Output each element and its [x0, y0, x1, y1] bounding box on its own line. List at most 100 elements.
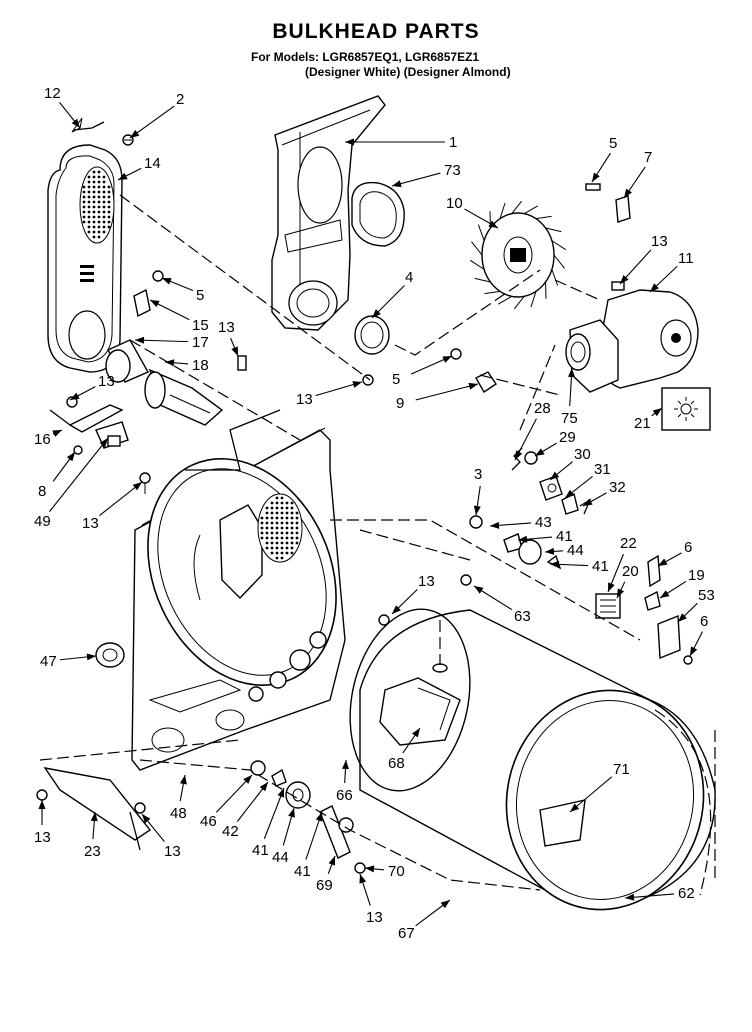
leader-arrowhead — [690, 646, 698, 656]
leader-arrowhead — [142, 814, 151, 824]
leader-arrowhead — [545, 547, 555, 555]
duct-1 — [271, 95, 386, 331]
callout-49: 49 — [34, 513, 51, 530]
callout-29: 29 — [559, 429, 576, 446]
callout-17: 17 — [192, 334, 209, 351]
leader-arrowhead — [518, 535, 528, 543]
callout-69: 69 — [316, 877, 333, 894]
blower-housing-11 — [597, 281, 699, 389]
leader-arrowhead — [625, 893, 635, 901]
callout-13: 13 — [296, 391, 313, 408]
leader-arrowhead — [165, 359, 175, 367]
leader-arrowhead — [412, 728, 420, 738]
callout-13: 13 — [366, 909, 383, 926]
callout-62: 62 — [678, 885, 695, 902]
leader-arrows — [38, 102, 704, 927]
callout-19: 19 — [688, 567, 705, 584]
callout-43: 43 — [535, 514, 552, 531]
heater-tube-17-18 — [105, 339, 224, 426]
leader-arrowhead — [288, 808, 295, 818]
leader-line — [49, 437, 109, 512]
callout-1: 1 — [449, 134, 457, 151]
leader-arrowhead — [277, 788, 285, 798]
leader-arrowhead — [328, 856, 336, 866]
seal-4 — [354, 315, 390, 355]
leader-arrowhead — [392, 605, 401, 614]
callout-4: 4 — [405, 269, 413, 286]
callout-66: 66 — [336, 787, 353, 804]
callout-12: 12 — [44, 85, 61, 102]
leader-arrowhead — [550, 471, 560, 480]
callout-42: 42 — [222, 823, 239, 840]
leader-arrowhead — [365, 865, 375, 873]
leader-arrowhead — [474, 586, 484, 594]
callout-10: 10 — [446, 195, 463, 212]
callout-11: 11 — [678, 250, 694, 267]
leader-arrowhead — [179, 775, 187, 785]
reference-lines — [39, 194, 716, 891]
leader-arrowhead — [488, 220, 498, 228]
callout-13: 13 — [418, 573, 435, 590]
callout-48: 48 — [170, 805, 187, 822]
leader-arrowhead — [352, 381, 362, 388]
leader-arrowhead — [359, 874, 367, 884]
leader-arrowhead — [231, 346, 238, 356]
leader-arrowhead — [345, 138, 354, 146]
callout-13: 13 — [82, 515, 99, 532]
leader-arrowhead — [135, 336, 145, 344]
callout-15: 15 — [192, 317, 209, 334]
leader-arrowhead — [468, 382, 478, 390]
leader-arrowhead — [515, 450, 523, 460]
callout-9: 9 — [396, 395, 404, 412]
callout-6: 6 — [700, 613, 708, 630]
leader-line — [99, 481, 143, 517]
lower-parts — [36, 515, 693, 874]
leader-arrowhead — [473, 505, 481, 515]
bracket-16-8-49 — [66, 396, 129, 455]
callout-31: 31 — [594, 461, 611, 478]
gasket-73 — [351, 181, 405, 247]
callout-41: 41 — [294, 863, 311, 880]
callout-67: 67 — [398, 925, 415, 942]
leader-arrowhead — [583, 498, 593, 506]
leader-arrowhead — [150, 300, 160, 308]
leader-arrowhead — [392, 180, 402, 188]
colors-line: (Designer White) (Designer Almond) — [305, 65, 511, 79]
callout-41: 41 — [252, 842, 269, 859]
callout-13: 13 — [164, 843, 181, 860]
callout-13: 13 — [34, 829, 51, 846]
drum-67 — [349, 608, 716, 911]
leader-arrowhead — [132, 482, 142, 491]
models-line: For Models: LGR6857EQ1, LGR6857EZ1 — [251, 50, 480, 64]
callout-68: 68 — [388, 755, 405, 772]
callout-6: 6 — [684, 539, 692, 556]
leader-arrowhead — [162, 278, 172, 285]
leader-arrowhead — [624, 188, 632, 198]
front-panel-14 — [47, 117, 123, 373]
leader-arrowhead — [567, 368, 575, 378]
callout-73: 73 — [444, 162, 461, 179]
callout-5: 5 — [609, 135, 617, 152]
motor-75 — [565, 319, 619, 393]
leader-arrowhead — [570, 803, 580, 812]
small-parts-15-13 — [133, 270, 247, 494]
callout-16: 16 — [34, 431, 51, 448]
callout-14: 14 — [144, 155, 161, 172]
leader-arrowhead — [71, 118, 80, 128]
callout-7: 7 — [644, 149, 652, 166]
callout-41: 41 — [592, 558, 609, 575]
callout-3: 3 — [474, 466, 482, 483]
callout-53: 53 — [698, 587, 715, 604]
callout-30: 30 — [574, 446, 591, 463]
leader-arrowhead — [617, 588, 625, 598]
leader-arrowhead — [608, 582, 615, 592]
leader-arrowhead — [442, 356, 452, 363]
callout-13: 13 — [651, 233, 668, 250]
leader-arrowhead — [52, 430, 62, 437]
callout-13: 13 — [218, 319, 235, 336]
callout-32: 32 — [609, 479, 626, 496]
blower-wheel-10 — [469, 200, 567, 310]
leader-arrowhead — [550, 560, 560, 568]
callout-28: 28 — [534, 400, 551, 417]
